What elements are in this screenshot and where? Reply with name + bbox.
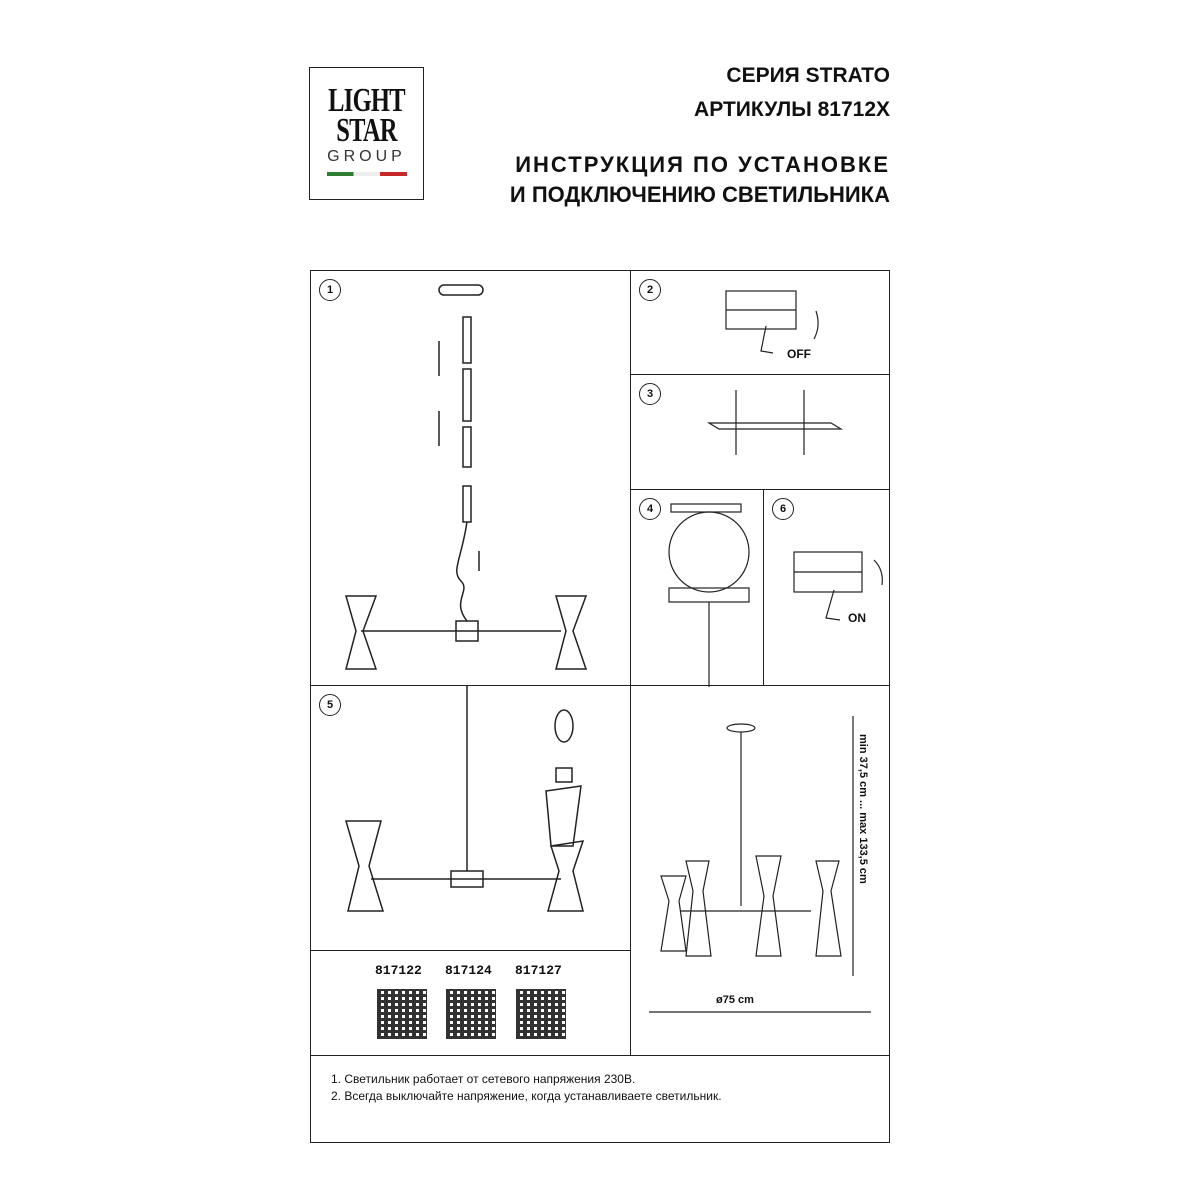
note-1: 1. Светильник работает от сетевого напря… (331, 1072, 636, 1086)
series-title: СЕРИЯ STRATO (726, 64, 890, 87)
off-label: OFF (787, 347, 811, 361)
qr-codes-panel: 817122 817124 817127 (310, 950, 631, 1056)
shade-bulb-illustration (345, 686, 585, 912)
logo-line3: GROUP (327, 148, 406, 165)
step-2-panel: 2 OFF (630, 270, 890, 375)
step-1-panel: 1 (310, 270, 631, 686)
step-number: 1 (319, 279, 341, 301)
step-3-panel: 3 (630, 374, 890, 490)
notes-panel: 1. Светильник работает от сетевого напря… (310, 1055, 890, 1143)
dimensions-panel: ø75 cm min 37,5 cm ... max 133,5 cm (630, 685, 890, 1056)
diameter-label: ø75 cm (716, 994, 754, 1006)
step-number: 4 (639, 498, 661, 520)
mounting-plate-illustration (706, 390, 844, 455)
instruction-title-2: И ПОДКЛЮЧЕНИЮ СВЕТИЛЬНИКА (509, 182, 890, 207)
article-code: 817127 (515, 963, 562, 978)
qr-code[interactable] (446, 989, 496, 1039)
height-label: min 37,5 cm ... max 133,5 cm (857, 734, 869, 884)
articles-title: АРТИКУЛЫ 81712X (694, 98, 890, 121)
on-label: ON (848, 611, 866, 625)
article-code: 817122 (375, 963, 422, 978)
logo-line1: LIGHT (328, 82, 405, 119)
qr-code[interactable] (377, 989, 427, 1039)
step-number: 5 (319, 694, 341, 716)
italian-flag-stripe (326, 172, 407, 176)
article-code: 817124 (445, 963, 492, 978)
step-number: 2 (639, 279, 661, 301)
breaker-off-illustration (725, 290, 819, 354)
breaker-on-illustration (793, 551, 883, 621)
step-number: 3 (639, 383, 661, 405)
note-2: 2. Всегда выключайте напряжение, когда у… (331, 1089, 722, 1103)
qr-code[interactable] (516, 989, 566, 1039)
wiring-illustration (668, 503, 750, 687)
chandelier-dimensions-illustration (649, 716, 871, 1013)
assembly-illustration (345, 284, 588, 670)
step-6-panel: 6 ON (763, 489, 890, 686)
step-5-panel: 5 (310, 685, 631, 951)
step-number: 6 (772, 498, 794, 520)
brand-logo: LIGHT STAR GROUP (309, 67, 424, 200)
logo-line2: STAR (336, 112, 397, 149)
step-4-panel: 4 (630, 489, 764, 687)
instruction-title-1: ИНСТРУКЦИЯ ПО УСТАНОВКЕ (515, 152, 890, 177)
